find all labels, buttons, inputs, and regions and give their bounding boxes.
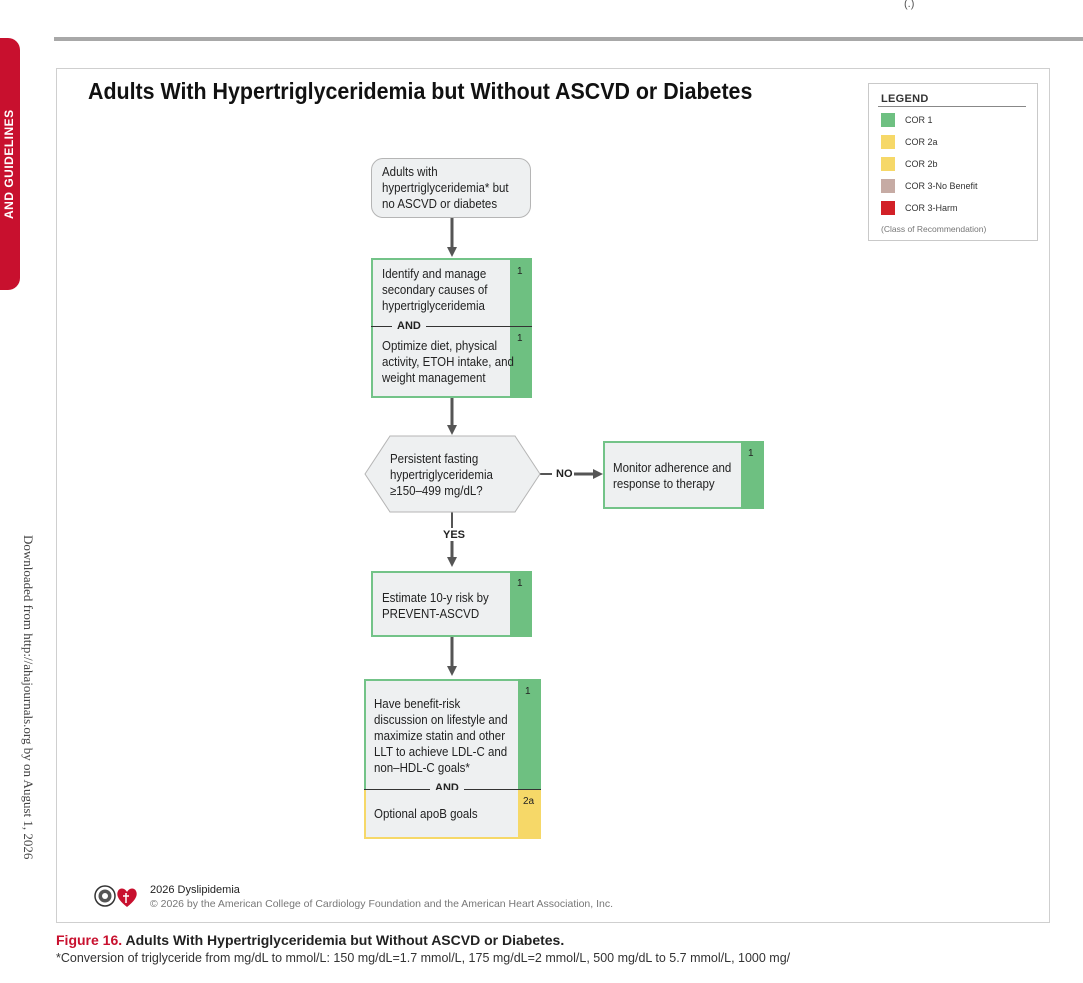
no-label: NO: [556, 468, 573, 480]
top-rule: [54, 37, 1083, 41]
legend-item-cor1: COR 1: [881, 112, 933, 128]
legend-label: COR 1: [905, 115, 933, 125]
yes-label: YES: [443, 529, 466, 541]
page-corner-text: (.): [904, 0, 915, 10]
and-label: AND: [392, 320, 426, 332]
cor-bar-apob: [518, 790, 541, 839]
cor-benefit: 1: [525, 686, 531, 697]
cor-bar-benefit: [518, 679, 541, 790]
cor-optimize: 1: [517, 333, 523, 344]
legend-swatch: [881, 201, 895, 215]
benefit-box: [364, 679, 521, 791]
legend-divider: [878, 106, 1026, 107]
cor-bar-estimate: [510, 571, 532, 637]
download-note: Downloaded from http://ahajournals.org b…: [21, 535, 36, 860]
cor-identify: 1: [517, 266, 523, 277]
legend-swatch: [881, 157, 895, 171]
optimize-text: Optimize diet, physical activity, ETOH i…: [382, 339, 514, 385]
monitor-box: [603, 441, 743, 509]
acc-seal-icon: [94, 885, 116, 907]
figure-caption-title: Adults With Hypertriglyceridemia but Wit…: [125, 932, 565, 948]
legend-title: LEGEND: [881, 93, 929, 105]
identify-text: Identify and manage secondary causes of …: [382, 267, 488, 313]
legend-note: (Class of Recommendation): [881, 224, 987, 234]
footer-title: 2026 Dyslipidemia: [150, 884, 240, 896]
decision-hexagon: [364, 435, 541, 513]
legend-item-cor2b: COR 2b: [881, 156, 938, 172]
benefit-text: Have benefit-risk discussion on lifestyl…: [374, 697, 508, 775]
cor-apob: 2a: [523, 796, 535, 807]
footer-logos: [94, 885, 137, 907]
and-divider: [371, 326, 532, 327]
decision-text: Persistent fasting hypertriglyceridemia …: [390, 452, 493, 498]
identify-optimize-box: [371, 258, 531, 398]
start-node: [371, 158, 531, 218]
estimate-box: [371, 571, 514, 637]
start-node-text: Adults with hypertriglyceridemia* but no…: [382, 165, 509, 211]
legend-label: COR 3-Harm: [905, 203, 958, 213]
legend-swatch: [881, 113, 895, 127]
figure-caption-note: *Conversion of triglyceride from mg/dL t…: [56, 951, 791, 965]
monitor-text: Monitor adherence and response to therap…: [613, 461, 732, 491]
figure-title: Adults With Hypertriglyceridemia but Wit…: [88, 78, 753, 104]
legend-item-cor3-harm: COR 3-Harm: [881, 200, 958, 216]
legend-swatch: [881, 179, 895, 193]
legend-swatch: [881, 135, 895, 149]
aha-heart-icon: [117, 888, 137, 907]
legend-label: COR 2a: [905, 137, 938, 147]
apob-box: [364, 790, 520, 839]
section-side-tab: [0, 38, 20, 290]
figure-caption-label: Figure 16.: [56, 932, 123, 948]
legend-box: [868, 83, 1038, 241]
footer-copyright: © 2026 by the American College of Cardio…: [150, 898, 614, 910]
legend-label: COR 3-No Benefit: [905, 181, 978, 191]
legend-item-cor2a: COR 2a: [881, 134, 938, 150]
legend-label: COR 2b: [905, 159, 938, 169]
figure-caption: Figure 16. Adults With Hypertriglyceride…: [56, 932, 564, 948]
apob-text: Optional apoB goals: [374, 807, 478, 821]
cor-monitor: 1: [748, 448, 754, 459]
cor-bar-monitor: [741, 441, 764, 509]
cor-estimate: 1: [517, 578, 523, 589]
legend-item-cor3-no-benefit: COR 3-No Benefit: [881, 178, 978, 194]
estimate-text: Estimate 10-y risk by PREVENT-ASCVD: [382, 591, 489, 621]
cor-bar-identify: [510, 258, 532, 398]
